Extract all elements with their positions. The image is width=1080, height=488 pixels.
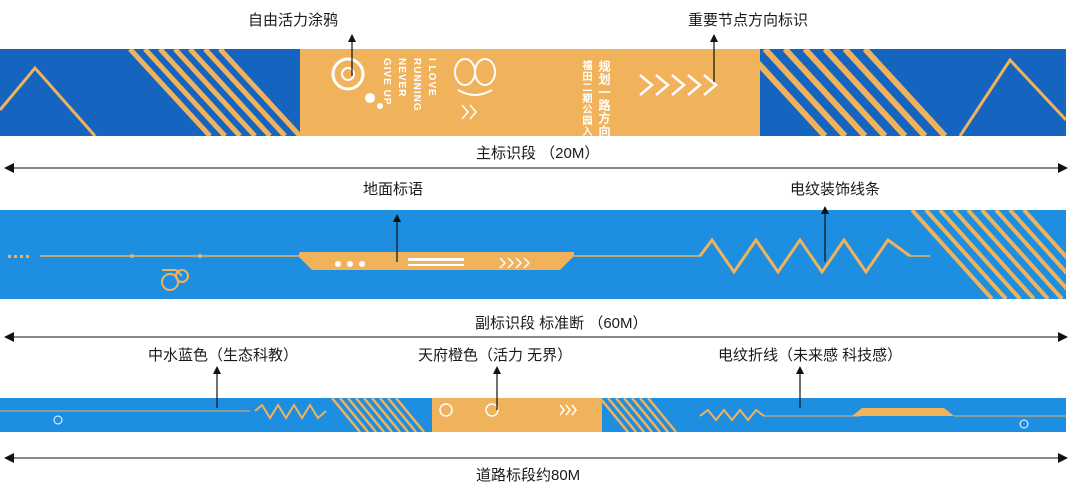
label-blue-color: 中水蓝色（生态科教） [148,347,299,364]
direction-chevrons [639,74,718,96]
zigzag-left [0,65,97,136]
caption-main-segment: 主标识段 （20M） [476,145,600,162]
stripes-right [742,49,948,136]
slogan-en-1: I LOVE [426,58,437,97]
slogan-en-3: NEVER [396,58,407,98]
caption-road-segment: 道路标段约80M [476,467,581,484]
slogan-cn-2: 福田二期公园入口 [580,60,591,148]
park-logo [454,58,496,96]
graffiti-ring [331,57,365,91]
caption-sub-segment: 副标识段 标准断 （60M） [475,315,648,332]
bike-icon [161,269,189,291]
label-ground-slogan: 地面标语 [363,181,424,198]
orange-panel-3 [432,398,602,432]
stripes-left [128,49,302,136]
label-direction-marker: 重要节点方向标识 [688,12,809,29]
label-pattern-lines: 电纹装饰线条 [790,181,881,198]
zigzag-pattern-lines [698,237,911,275]
label-orange-color: 天府橙色（活力 无界） [418,347,573,364]
slogan-en-4: GIVE UP [381,58,392,106]
zigzag-right [958,57,1066,136]
orange-panel-1 [300,49,760,136]
label-graffiti: 自由活力涂鸦 [248,12,339,29]
slogan-en-2: RUNNING [411,58,422,112]
orange-bar-right [852,408,954,416]
slogan-cn-1: 规划一路方向 [597,60,611,138]
stripes-right-2 [910,210,1066,299]
label-zigzag: 电纹折线（未来感 科技感） [718,347,903,364]
